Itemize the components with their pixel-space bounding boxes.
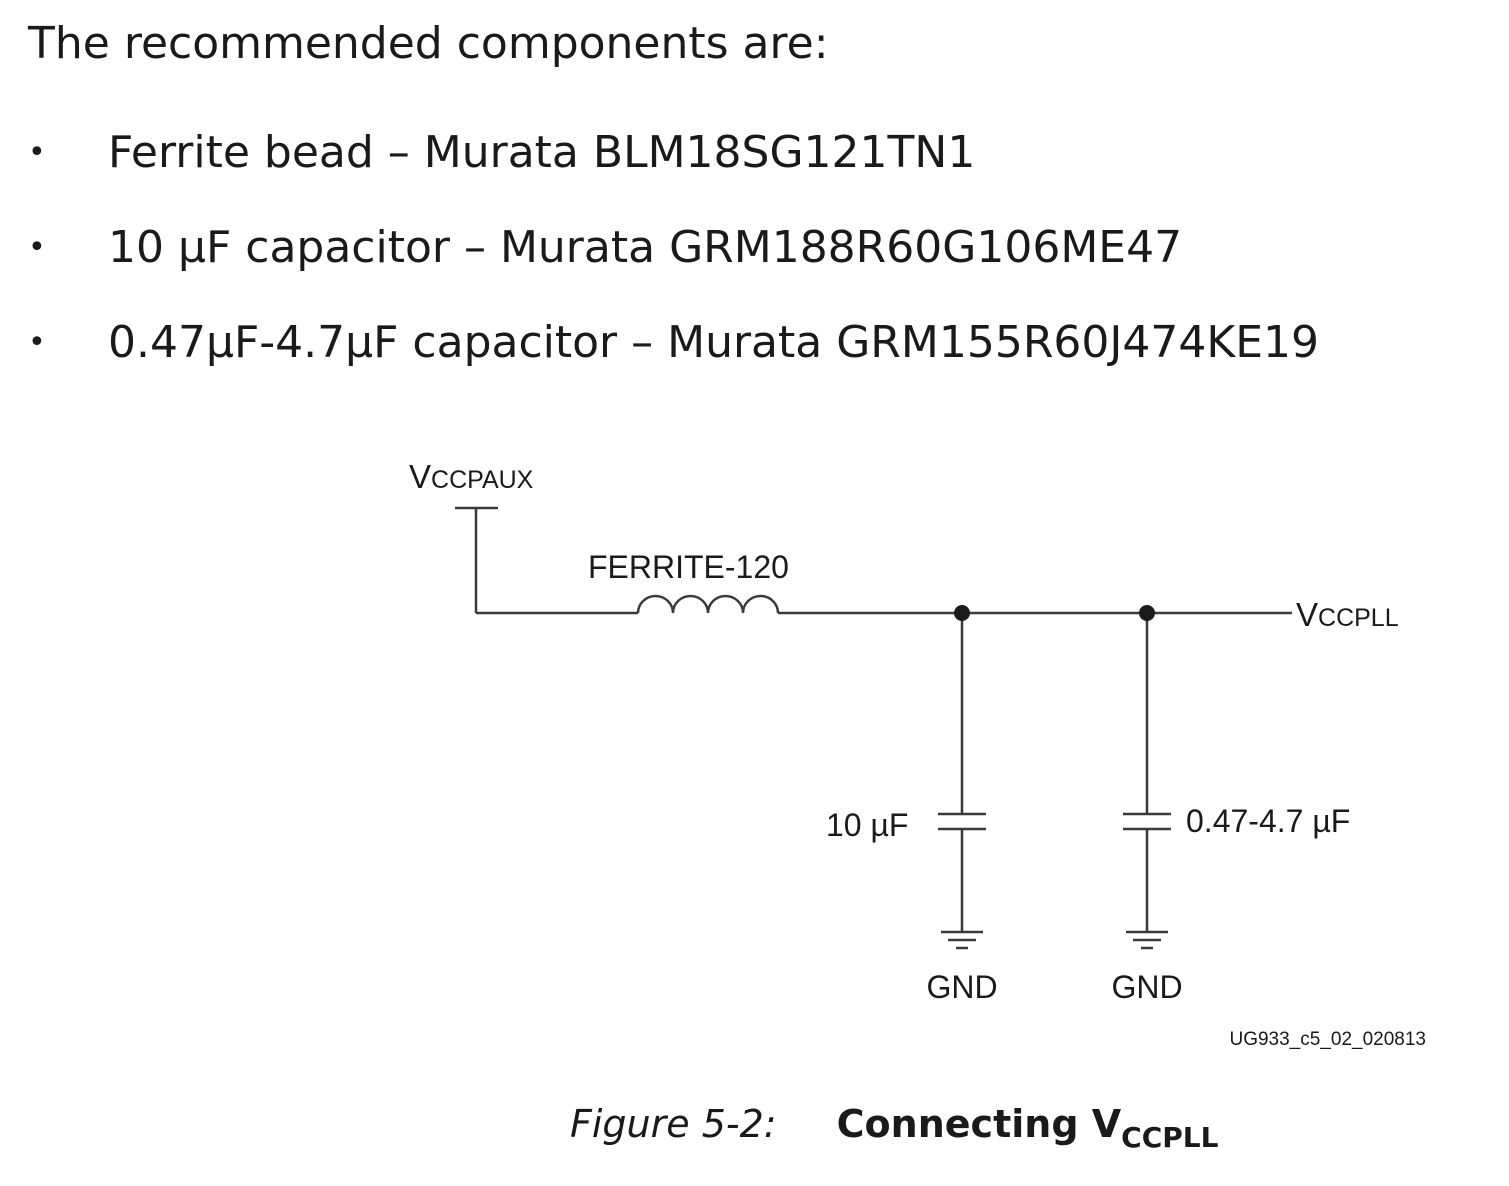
figure-title-sub: CCPLL xyxy=(1121,1121,1219,1154)
figure-title: Connecting VCCPLL xyxy=(836,1102,1219,1154)
vccpll-label: VCCPLL xyxy=(1296,596,1399,633)
figure-caption: Figure 5-2: Connecting VCCPLL xyxy=(570,1094,1218,1168)
list-item-text: Ferrite bead – Murata BLM18SG121TN1 xyxy=(108,127,976,178)
ferrite-label: FERRITE-120 xyxy=(588,549,789,585)
list-item-text: 10 µF capacitor – Murata GRM188R60G106ME… xyxy=(108,222,1183,273)
figure-number: Figure 5-2: xyxy=(570,1102,777,1146)
gnd1-label: GND xyxy=(926,969,997,1005)
intro-text: The recommended components are: xyxy=(28,18,829,69)
list-item-text: 0.47µF-4.7µF capacitor – Murata GRM155R6… xyxy=(108,317,1319,368)
cap1-label: 10 µF xyxy=(826,807,908,843)
ferrite-coil xyxy=(636,594,780,614)
figure-title-main: Connecting V xyxy=(836,1102,1122,1146)
vccpaux-label: VCCPAUX xyxy=(409,458,534,495)
bullet-icon: • xyxy=(28,135,46,170)
bullet-icon: • xyxy=(28,325,46,360)
gnd2-label: GND xyxy=(1111,969,1182,1005)
cap2-label: 0.47-4.7 µF xyxy=(1186,803,1350,839)
junction-dot-2 xyxy=(1139,605,1155,621)
junction-dot-1 xyxy=(954,605,970,621)
bullet-icon: • xyxy=(28,230,46,265)
figure-id-label: UG933_c5_02_020813 xyxy=(1229,1029,1426,1050)
